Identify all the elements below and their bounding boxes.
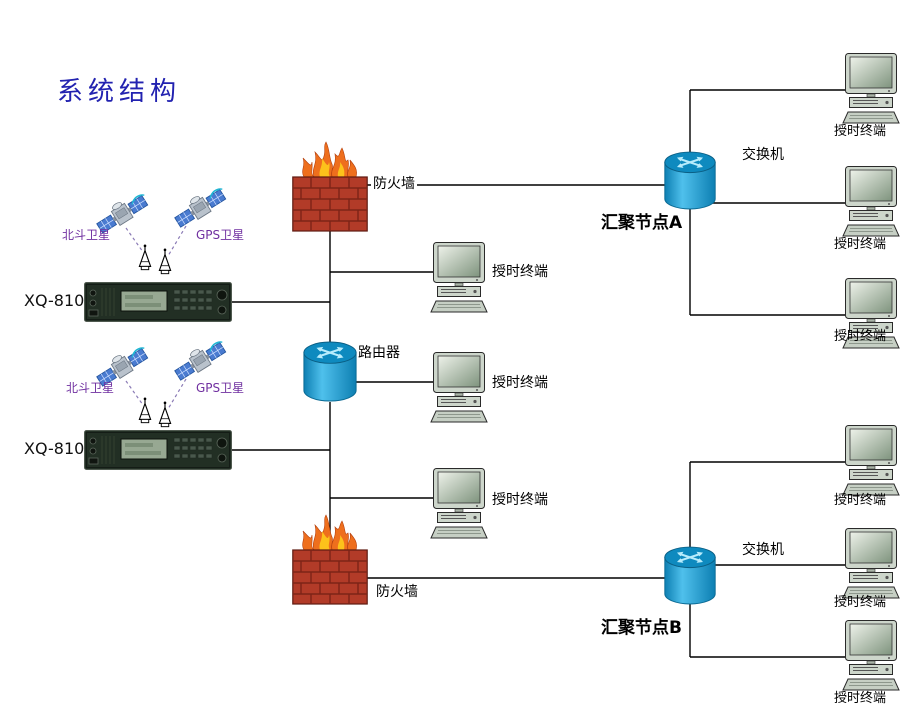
gps-satellite-icon — [172, 184, 228, 232]
timing-terminal-label: 授时终端 — [834, 493, 887, 508]
timing-terminal-icon — [842, 166, 900, 238]
timing-terminal-icon — [842, 620, 900, 692]
timing-terminal-icon — [430, 468, 488, 540]
timing-terminal-label: 授时终端 — [492, 492, 548, 508]
xq810-label: XQ-810 — [24, 439, 85, 458]
firewall-icon — [292, 140, 368, 232]
timing-terminal-label: 授时终端 — [834, 595, 887, 610]
timing-terminal-label: 授时终端 — [834, 691, 887, 706]
switch-icon — [662, 150, 718, 212]
gps-satellite-label: GPS卫星 — [196, 381, 245, 395]
antenna-icon — [156, 248, 174, 276]
timing-terminal-icon — [842, 53, 900, 125]
page-title: 系统结构 — [57, 77, 182, 107]
aggregation-node-label: 汇聚节点B — [601, 618, 682, 638]
firewall-label: 防火墙 — [371, 176, 417, 193]
router-label: 路由器 — [358, 345, 400, 361]
aggregation-node-label: 汇聚节点A — [601, 213, 683, 233]
antenna-icon — [156, 401, 174, 429]
router-icon — [301, 340, 359, 404]
xq810-device-icon — [84, 282, 232, 322]
timing-terminal-label: 授时终端 — [834, 124, 887, 139]
xq810-label: XQ-810 — [24, 291, 85, 310]
timing-terminal-icon — [430, 352, 488, 424]
switch-label: 交换机 — [742, 147, 784, 163]
beidou-satellite-label: 北斗卫星 — [66, 381, 115, 395]
timing-terminal-label: 授时终端 — [492, 264, 548, 280]
antenna-icon — [136, 397, 154, 425]
gps-satellite-icon — [172, 337, 228, 385]
xq810-device-icon — [84, 430, 232, 470]
beidou-satellite-label: 北斗卫星 — [62, 228, 111, 242]
timing-terminal-icon — [842, 425, 900, 497]
timing-terminal-icon — [430, 242, 488, 314]
timing-terminal-label: 授时终端 — [834, 329, 887, 344]
antenna-icon — [136, 244, 154, 272]
firewall-icon — [292, 513, 368, 605]
timing-terminal-label: 授时终端 — [492, 375, 548, 391]
switch-label: 交换机 — [742, 542, 784, 558]
timing-terminal-icon — [842, 528, 900, 600]
firewall-label: 防火墙 — [374, 584, 420, 601]
switch-icon — [662, 545, 718, 607]
gps-satellite-label: GPS卫星 — [196, 228, 245, 242]
timing-terminal-label: 授时终端 — [834, 237, 887, 252]
